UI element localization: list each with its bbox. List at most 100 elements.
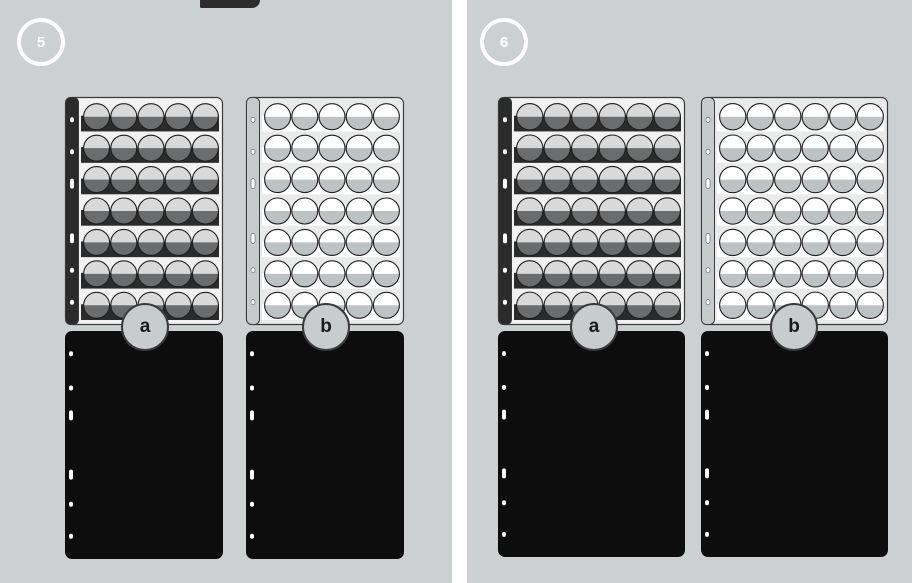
coin-pocket-icon	[829, 291, 857, 319]
coin-pocket-icon	[516, 260, 544, 288]
coin-pocket-icon	[719, 134, 747, 162]
sheet-label-a: a	[121, 303, 169, 351]
punch-hole	[69, 501, 73, 507]
punch-hole	[705, 531, 709, 537]
coin-pocket-icon	[264, 228, 292, 256]
coin-pocket-icon	[110, 260, 138, 288]
coin-pocket-icon	[856, 197, 884, 225]
coin-pocket-icon	[164, 291, 192, 319]
coin-pocket-icon	[264, 103, 292, 131]
coin-pocket-icon	[345, 228, 373, 256]
coin-pocket-icon	[137, 260, 165, 288]
coin-pocket-icon	[83, 134, 111, 162]
coin-pocket-icon	[164, 197, 192, 225]
coin-pocket-icon	[137, 134, 165, 162]
coin-pocket-icon	[264, 134, 292, 162]
punch-hole	[250, 116, 256, 123]
coin-pocket-icon	[83, 260, 111, 288]
coin-pocket-icon	[598, 103, 626, 131]
coin-pocket-icon	[829, 103, 857, 131]
coin-pocket-icon	[571, 228, 599, 257]
coin-pocket-icon	[372, 197, 400, 225]
coin-pocket-icon	[626, 228, 654, 257]
punch-hole	[503, 178, 507, 189]
coin-pocket-icon	[291, 166, 319, 194]
coin-pocket-icon	[345, 166, 373, 194]
punch-hole	[502, 500, 506, 506]
coin-pocket-icon	[345, 197, 373, 225]
black-sheet-body	[246, 331, 404, 559]
coin-pocket-icon	[719, 291, 747, 319]
step-6-panel: 6 a b	[467, 0, 912, 583]
black-interleave-sheet	[498, 331, 685, 557]
coin-pocket-icon	[291, 260, 319, 288]
coin-pocket-icon	[110, 103, 138, 131]
sheet-label-a: a	[570, 303, 618, 351]
coin-pocket-icon	[516, 197, 544, 225]
punch-hole	[705, 267, 711, 274]
coin-pocket-icon	[110, 197, 138, 225]
punch-hole	[70, 149, 74, 155]
coin-pocket-icon	[719, 165, 747, 194]
step-number-badge: 5	[17, 18, 65, 66]
coin-pocket-icon	[516, 228, 544, 257]
coin-pocket-icon	[83, 103, 111, 131]
coin-pocket-icon	[291, 228, 319, 256]
punch-hole	[69, 533, 73, 539]
punch-hole	[705, 500, 709, 506]
coin-pocket-icon	[746, 260, 774, 288]
coin-pocket-icon	[653, 165, 681, 194]
coin-pocket-icon	[801, 228, 829, 257]
coin-pocket-icon	[746, 165, 774, 194]
coin-pocket-icon	[571, 197, 599, 225]
coin-pocket-icon	[291, 197, 319, 225]
coin-pocket-icon	[626, 197, 654, 225]
coin-pocket-icon	[856, 228, 884, 257]
coin-pocket-icon	[746, 291, 774, 319]
coin-pocket-icon	[543, 134, 571, 162]
punch-hole	[250, 233, 256, 244]
coin-pocket-icon	[543, 228, 571, 257]
punch-hole	[503, 267, 507, 273]
coin-pocket-icon	[571, 103, 599, 131]
coin-pocket-icon	[264, 291, 292, 319]
punch-hole	[70, 299, 74, 305]
coin-pocket-icon	[191, 197, 219, 225]
coin-pocket-icon	[137, 166, 165, 194]
coin-pocket-icon	[291, 103, 319, 131]
coin-pocket-icon	[653, 134, 681, 162]
coin-pocket-icon	[345, 134, 373, 162]
punch-hole	[705, 351, 709, 357]
coin-pocket-icon	[626, 291, 654, 319]
coin-pocket-icon	[191, 228, 219, 256]
coin-pocket-icon	[829, 197, 857, 225]
coin-sheet-dark	[64, 96, 224, 326]
coin-pocket-icon	[746, 134, 774, 162]
coin-pocket-icon	[318, 260, 346, 288]
punch-hole	[70, 233, 74, 244]
punch-hole	[250, 501, 254, 507]
coin-pocket-icon	[110, 166, 138, 194]
punch-hole	[250, 148, 256, 155]
coin-pocket-icon	[372, 166, 400, 194]
coin-pocket-icon	[345, 103, 373, 131]
coin-pocket-icon	[164, 228, 192, 256]
coin-pocket-icon	[571, 165, 599, 194]
coin-pocket-icon	[264, 260, 292, 288]
punch-hole	[69, 385, 73, 391]
punch-hole	[705, 148, 711, 155]
coin-pocket-icon	[774, 197, 802, 225]
black-interleave-sheet	[701, 331, 888, 557]
coin-pocket-icon	[318, 166, 346, 194]
coin-pocket-icon	[774, 228, 802, 257]
punch-hole	[705, 299, 711, 305]
coin-pocket-icon	[110, 228, 138, 256]
punch-hole	[705, 468, 709, 479]
coin-pocket-icon	[856, 260, 884, 288]
punch-hole	[69, 410, 73, 421]
coin-pocket-icon	[829, 228, 857, 257]
coin-pocket-icon	[372, 291, 400, 319]
punch-hole	[705, 385, 709, 390]
coin-pocket-icon	[543, 103, 571, 131]
coin-pocket-icon	[856, 103, 884, 131]
